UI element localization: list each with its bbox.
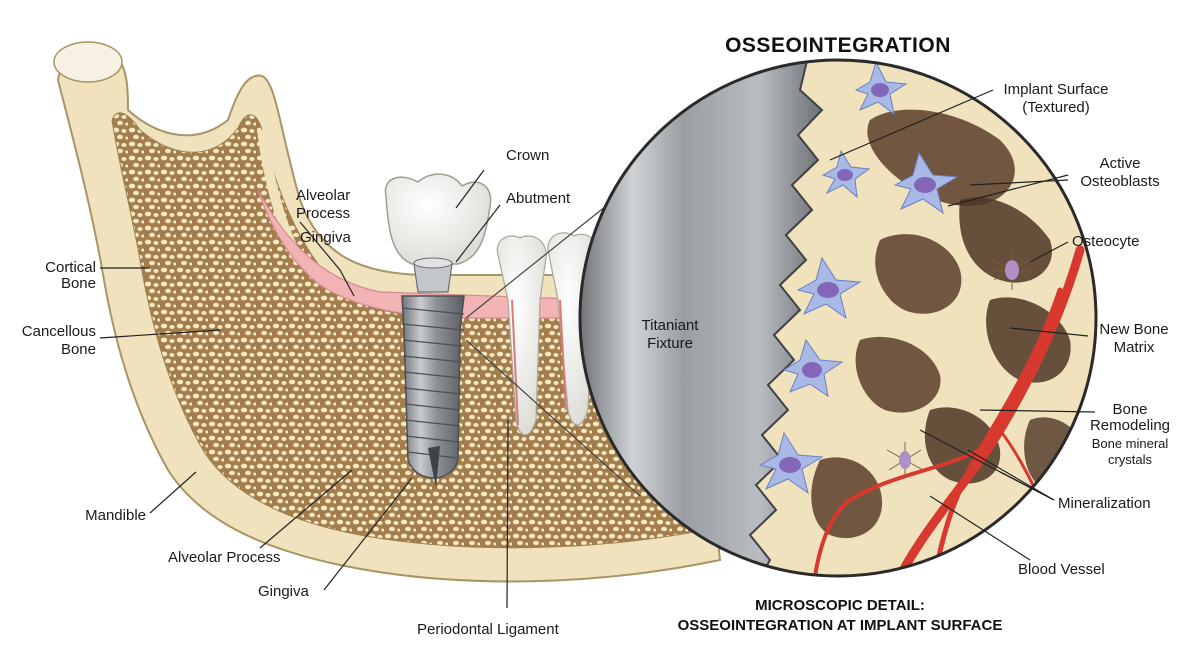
label-cancellous-bone-1: Cancellous [22, 323, 96, 340]
label-implant-surface-2: (Textured) [1022, 99, 1090, 116]
caption-line-1: MICROSCOPIC DETAIL: [755, 597, 925, 614]
magnify-connector [465, 205, 641, 497]
mandible-illustration [53, 41, 722, 583]
caption-line-2: OSSEOINTEGRATION AT IMPLANT SURFACE [678, 617, 1003, 634]
label-alveolar-process-bottom: Alveolar Process [168, 549, 281, 566]
label-abutment: Abutment [506, 190, 571, 207]
label-bone-remodeling-2: Remodeling [1090, 417, 1170, 434]
magnified-detail [578, 58, 1098, 578]
label-active-osteoblasts-1: Active [1100, 155, 1141, 172]
label-blood-vessel: Blood Vessel [1018, 561, 1105, 578]
label-bone-mineral-1: Bone mineral [1092, 436, 1169, 451]
label-mineralization: Mineralization [1058, 495, 1151, 512]
label-implant-surface-1: Implant Surface [1003, 81, 1108, 98]
page-title: OSSEOINTEGRATION [725, 34, 951, 57]
label-cortical-bone-1: Cortical [45, 259, 96, 276]
label-alveolar-process-top-2: Process [296, 205, 350, 222]
label-gingiva-top: Gingiva [300, 229, 352, 246]
label-new-bone-matrix-2: Matrix [1114, 339, 1155, 356]
magnifier-ring [578, 58, 1098, 578]
condyle [53, 41, 123, 83]
implant-fixture [401, 295, 465, 488]
label-osteocyte: Osteocyte [1072, 233, 1140, 250]
label-bone-remodeling-1: Bone [1112, 401, 1147, 418]
label-alveolar-process-top-1: Alveolar [296, 187, 350, 204]
blood-vessels [813, 245, 1085, 576]
label-bone-mineral-2: crystals [1108, 452, 1153, 467]
titanium-surface [580, 60, 824, 576]
osteocytes [886, 250, 1034, 478]
label-gingiva-bottom: Gingiva [258, 583, 310, 600]
label-new-bone-matrix-1: New Bone [1099, 321, 1168, 338]
label-cancellous-bone-2: Bone [61, 341, 96, 358]
label-titanium-fixture-2: Fixture [647, 335, 693, 352]
label-periodontal-ligament: Periodontal Ligament [417, 621, 560, 638]
label-titanium-fixture-1: Titaniant [642, 317, 700, 334]
leader-lines [99, 89, 1096, 609]
label-cortical-bone-2: Bone [61, 275, 96, 292]
label-mandible: Mandible [85, 507, 146, 524]
label-crown: Crown [506, 147, 549, 164]
label-active-osteoblasts-2: Osteoblasts [1080, 173, 1159, 190]
crown [384, 173, 492, 265]
